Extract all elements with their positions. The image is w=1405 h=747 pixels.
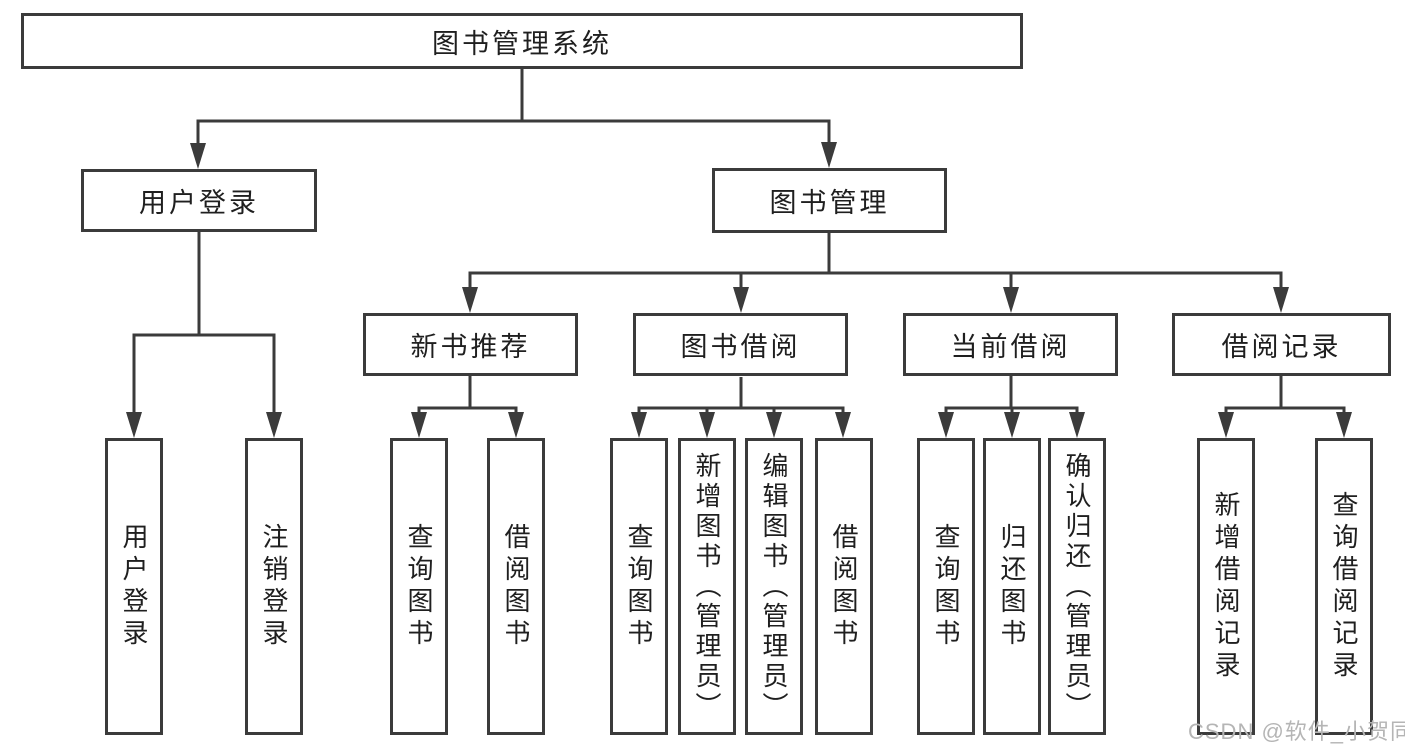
watermark: CSDN @软件_小贺同学 xyxy=(1188,719,1405,744)
node-user-login: 用户登录 xyxy=(81,169,317,232)
node-new-book-recommend: 新书推荐 xyxy=(363,313,578,376)
arrowhead-icon xyxy=(190,143,206,169)
node-library-system: 图书管理系统 xyxy=(21,13,1023,69)
leaf-add-borrow-record: 新增借阅记录 xyxy=(1197,438,1255,735)
leaf-confirm-return-admin: 确认归还（管理员） xyxy=(1048,438,1106,735)
arrowhead-icon xyxy=(508,412,524,438)
arrowhead-icon xyxy=(411,412,427,438)
leaf-query-books-borrow: 查询图书 xyxy=(610,438,668,735)
leaf-edit-book-admin: 编辑图书（管理员） xyxy=(745,438,803,735)
arrowhead-icon xyxy=(1003,287,1019,313)
leaf-borrow-books-recommend: 借阅图书 xyxy=(487,438,545,735)
arrowhead-icon xyxy=(462,287,478,313)
arrowhead-icon xyxy=(938,412,954,438)
node-current-borrow: 当前借阅 xyxy=(903,313,1118,376)
leaf-logout: 注销登录 xyxy=(245,438,303,735)
arrowhead-icon xyxy=(1218,412,1234,438)
arrowhead-icon xyxy=(1069,412,1085,438)
leaf-user-login: 用户登录 xyxy=(105,438,163,735)
arrowhead-icon xyxy=(821,142,837,168)
node-book-management: 图书管理 xyxy=(712,168,947,233)
arrowhead-icon xyxy=(699,412,715,438)
arrowhead-icon xyxy=(1004,412,1020,438)
arrowhead-icon xyxy=(733,287,749,313)
arrowhead-icon xyxy=(631,412,647,438)
leaf-return-book: 归还图书 xyxy=(983,438,1041,735)
leaf-add-book-admin: 新增图书（管理员） xyxy=(678,438,736,735)
arrowhead-icon xyxy=(126,412,142,438)
leaf-query-borrow-record: 查询借阅记录 xyxy=(1315,438,1373,735)
leaf-borrow-books-borrow: 借阅图书 xyxy=(815,438,873,735)
node-borrow-records: 借阅记录 xyxy=(1172,313,1391,376)
arrowhead-icon xyxy=(835,412,851,438)
leaf-query-books-current: 查询图书 xyxy=(917,438,975,735)
arrowhead-icon xyxy=(1273,287,1289,313)
node-book-borrow: 图书借阅 xyxy=(633,313,848,376)
arrowhead-icon xyxy=(766,412,782,438)
leaf-query-books-recommend: 查询图书 xyxy=(390,438,448,735)
arrowhead-icon xyxy=(1336,412,1352,438)
arrowhead-icon xyxy=(266,412,282,438)
